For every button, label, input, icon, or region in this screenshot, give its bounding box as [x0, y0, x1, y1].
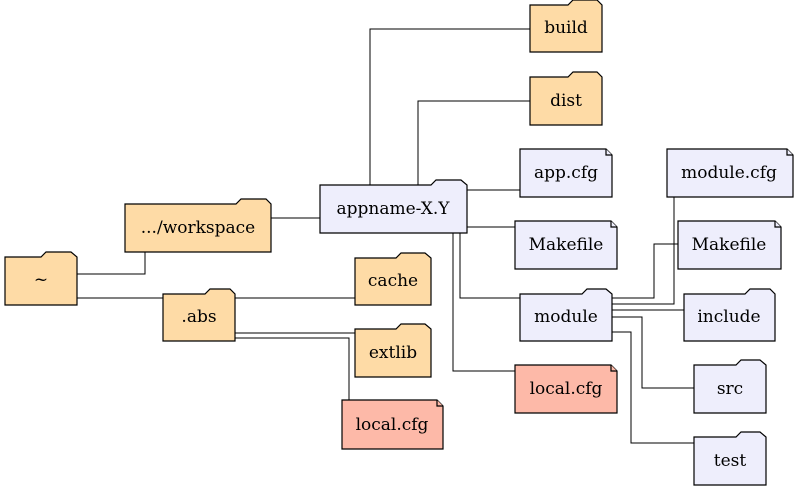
file-label: local.cfg [356, 415, 429, 435]
file-module-cfg[interactable]: module.cfg [666, 148, 794, 198]
folder-icon [693, 359, 767, 414]
folder-icon [519, 288, 613, 342]
folder-icon [529, 71, 603, 126]
folder-module[interactable]: module [519, 288, 613, 342]
edge-abs-localcfg [235, 337, 350, 400]
folder-include[interactable]: include [683, 288, 776, 342]
folder-build[interactable]: build [529, 0, 603, 53]
folder-extlib[interactable]: extlib [354, 323, 432, 378]
folder-label: build [544, 18, 588, 38]
folder-icon [4, 251, 78, 306]
edge-home-workspace [77, 252, 146, 275]
folder-icon [319, 179, 468, 234]
folder-label: .abs [181, 307, 216, 327]
file-label: local.cfg [530, 379, 603, 399]
file-label: Makefile [692, 235, 767, 255]
folder-home[interactable]: ~ [4, 251, 78, 306]
folder-label: extlib [369, 343, 417, 363]
folder-workspace[interactable]: .../workspace [124, 198, 272, 253]
folder-cache[interactable]: cache [354, 252, 432, 306]
file-label: Makefile [529, 235, 604, 255]
edge-appname-dist [417, 100, 530, 185]
folder-dist[interactable]: dist [529, 71, 603, 126]
file-makefile[interactable]: Makefile [514, 220, 618, 270]
file-abs-local-cfg[interactable]: local.cfg [341, 399, 444, 450]
folder-label: include [697, 307, 760, 327]
folder-src[interactable]: src [693, 359, 767, 414]
edge-module-src [612, 316, 694, 389]
file-corner [610, 221, 617, 228]
folder-icon [693, 431, 767, 486]
folder-icon [124, 198, 272, 253]
file-module-makefile[interactable]: Makefile [677, 220, 782, 270]
folder-label: cache [368, 271, 418, 291]
edge-module-modulecfg [612, 197, 675, 305]
file-corner [610, 365, 617, 372]
folder-label: appname-X.Y [336, 199, 450, 219]
edge-appname-localcfg [452, 233, 515, 372]
folder-label: test [714, 451, 747, 471]
folder-label: dist [550, 91, 582, 111]
folder-appname[interactable]: appname-X.Y [319, 179, 468, 234]
tree-connectors [77, 28, 694, 444]
edge-appname-build [369, 28, 530, 185]
folder-icon [354, 252, 432, 306]
folder-icon [162, 288, 236, 342]
file-corner [786, 149, 793, 156]
folder-abs[interactable]: .abs [162, 288, 236, 342]
edge-appname-module [459, 233, 520, 299]
edge-module-makefile [612, 243, 678, 299]
file-corner [774, 221, 781, 228]
folder-icon [354, 323, 432, 378]
file-label: app.cfg [534, 163, 598, 183]
file-corner [436, 400, 443, 407]
folder-label: .../workspace [141, 218, 255, 238]
file-corner [605, 149, 612, 156]
folder-icon [529, 0, 603, 53]
file-label: module.cfg [681, 163, 777, 183]
folder-label: module [534, 307, 598, 327]
folder-icon [683, 288, 776, 342]
folder-label: ~ [34, 270, 48, 290]
folder-label: src [717, 379, 743, 399]
file-app-local-cfg[interactable]: local.cfg [514, 364, 618, 414]
file-app-cfg[interactable]: app.cfg [519, 148, 613, 198]
edge-module-test [612, 331, 694, 444]
folder-test[interactable]: test [693, 431, 767, 486]
